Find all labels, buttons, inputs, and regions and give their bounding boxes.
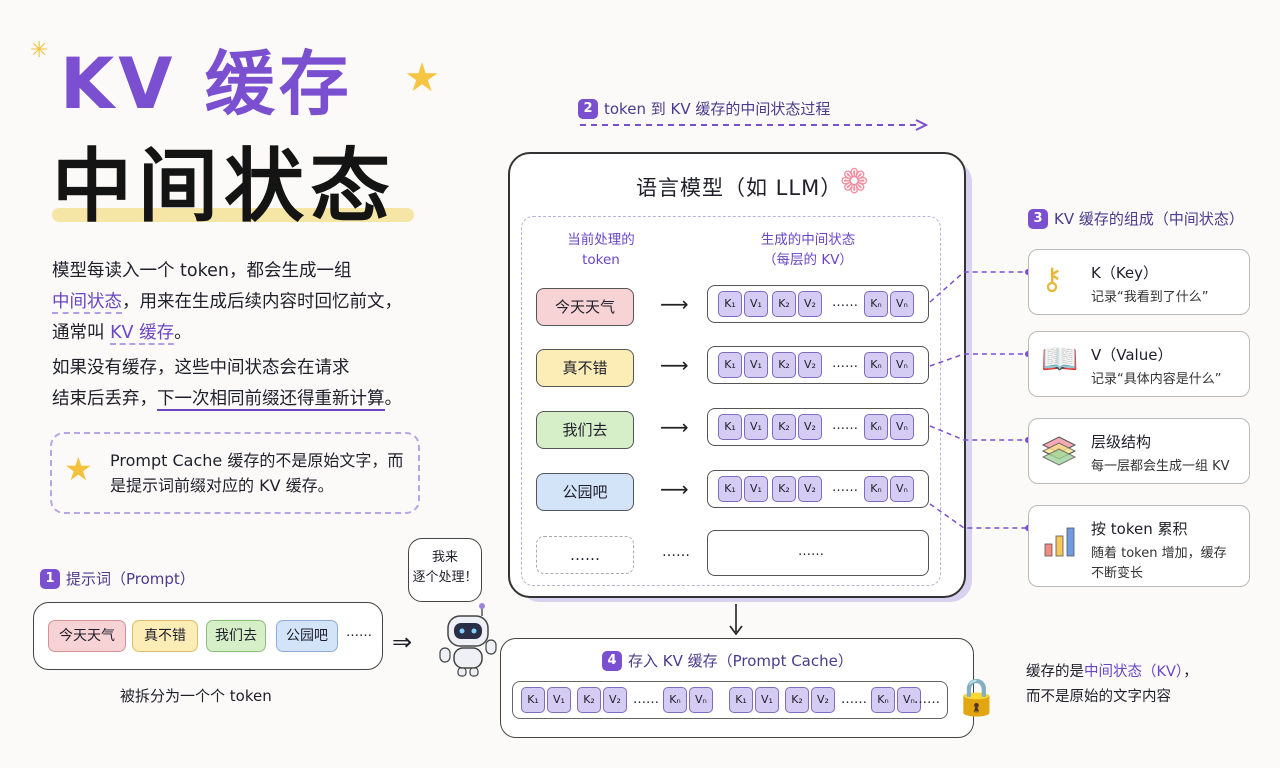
legend-key: ⚷ K（Key） 记录“我看到了什么” [1028, 249, 1250, 315]
prompt-chip: 今天天气 [48, 620, 126, 652]
key-icon: ⚷ [1041, 262, 1063, 297]
prompt-box: 今天天气 真不错 我们去 公园吧 …… [33, 602, 383, 670]
token-box: 我们去 [536, 411, 634, 449]
prompt-chip: 我们去 [206, 620, 266, 652]
kv-cell: V₂ [798, 476, 822, 502]
kv-dots: …… [841, 692, 867, 707]
kv-cell: Vₙ [689, 687, 713, 713]
kv-cell: K₁ [718, 291, 742, 317]
sparkle-icon: ✳ [30, 38, 49, 63]
star-icon: ★ [404, 55, 440, 101]
kv-dots: …… [832, 418, 858, 433]
kv-cell: V₂ [798, 291, 822, 317]
arrow-right-icon: ⟶ [660, 477, 689, 501]
kv-cell: K₁ [718, 414, 742, 440]
col-head-state: 生成的中间状态 （每层的 KV） [760, 232, 856, 268]
double-arrow-icon: ⇒ [392, 628, 413, 656]
kv-cell: Kₙ [864, 414, 888, 440]
arrow-right-icon: ⟶ [660, 292, 689, 316]
kv-cell: K₂ [577, 687, 601, 713]
kv-cell: K₂ [785, 687, 809, 713]
token-box: 今天天气 [536, 288, 634, 326]
kv-cell: V₂ [811, 687, 835, 713]
speech-bubble: 我来 逐个处理！ [408, 538, 482, 602]
model-title: 语言模型（如 LLM） [636, 176, 843, 200]
connector-lines [929, 269, 1031, 531]
kv-cell: K₁ [521, 687, 545, 713]
kv-cell: Vₙ [897, 687, 921, 713]
dashed-arrow [580, 119, 929, 131]
kv-cell: V₂ [798, 352, 822, 378]
kv-cell: Kₙ [864, 476, 888, 502]
kv-cell: Vₙ [890, 352, 914, 378]
layers-icon [1041, 436, 1077, 466]
token-box: 公园吧 [536, 473, 634, 511]
kv-cell: Kₙ [663, 687, 687, 713]
kv-cell: Kₙ [864, 352, 888, 378]
kv-cell: V₁ [547, 687, 571, 713]
kv-cell: V₁ [755, 687, 779, 713]
model-inner-panel [521, 216, 941, 586]
kv-cell: K₂ [772, 291, 796, 317]
kv-cell: V₂ [603, 687, 627, 713]
cache-note: 缓存的是中间状态（KV）， 而不是原始的文字内容 [1026, 664, 1198, 705]
tip-text: Prompt Cache 缓存的不是原始文字，而是提示词前缀对应的 KV 缓存。 [110, 451, 404, 495]
split-label: 被拆分为一个个 token [120, 687, 272, 705]
prompt-chip: 公园吧 [276, 620, 338, 652]
kv-cell: V₂ [798, 414, 822, 440]
kv-dots: …… [832, 356, 858, 371]
bar-chart-icon [1044, 527, 1075, 557]
legend-accumulate: 按 token 累积 随着 token 增加，缓存 不断变长 [1028, 505, 1250, 587]
tip-box: ★ Prompt Cache 缓存的不是原始文字，而是提示词前缀对应的 KV 缓… [50, 432, 420, 514]
kv-cell: V₁ [744, 352, 768, 378]
book-icon: 📖 [1041, 342, 1079, 377]
prompt-more: …… [346, 625, 372, 640]
kv-cell: K₂ [772, 414, 796, 440]
row-dots: …… [662, 544, 690, 560]
kv-cell: K₁ [718, 352, 742, 378]
kv-cell: Kₙ [871, 687, 895, 713]
kv-cell: K₂ [772, 476, 796, 502]
kv-cell: Kₙ [864, 291, 888, 317]
brain-icon: ❁ [840, 162, 869, 202]
kv-cell: Vₙ [890, 291, 914, 317]
kv-cell: V₁ [744, 414, 768, 440]
kv-dots: …… [832, 480, 858, 495]
arrow-right-icon: ⟶ [660, 353, 689, 377]
robot-icon [439, 603, 497, 677]
legend-layers: 层级结构 每一层都会生成一组 KV [1028, 418, 1250, 484]
arrow-down-icon [729, 604, 743, 636]
kv-dots: …… [832, 295, 858, 310]
lock-icon: 🔒 [954, 677, 999, 718]
token-box: 真不错 [536, 349, 634, 387]
kv-cell: Vₙ [890, 414, 914, 440]
title-highlight [52, 208, 414, 222]
kv-cell: V₁ [744, 476, 768, 502]
kv-cell: K₁ [729, 687, 753, 713]
kv-cell: K₁ [718, 476, 742, 502]
page-title-line2: 中间状态 [52, 140, 396, 233]
intro-text: 模型每读入一个 token，都会生成一组 中间状态，用来在生成后续内容时回忆前文… [52, 261, 402, 411]
kv-dots: …… [633, 692, 659, 707]
arrow-right-icon: ⟶ [660, 415, 689, 439]
star-icon: ★ [64, 450, 93, 488]
token-box-more: …… [536, 536, 634, 574]
page-title-line1: KV 缓存 [60, 43, 353, 125]
kv-row-more: …… [707, 530, 929, 576]
col-head-token: 当前处理的 token [567, 232, 635, 268]
kv-cell: V₁ [744, 291, 768, 317]
prompt-chip: 真不错 [132, 620, 198, 652]
kv-cell: Vₙ [890, 476, 914, 502]
legend-value: 📖 V（Value） 记录“具体内容是什么” [1028, 331, 1250, 397]
kv-cell: K₂ [772, 352, 796, 378]
